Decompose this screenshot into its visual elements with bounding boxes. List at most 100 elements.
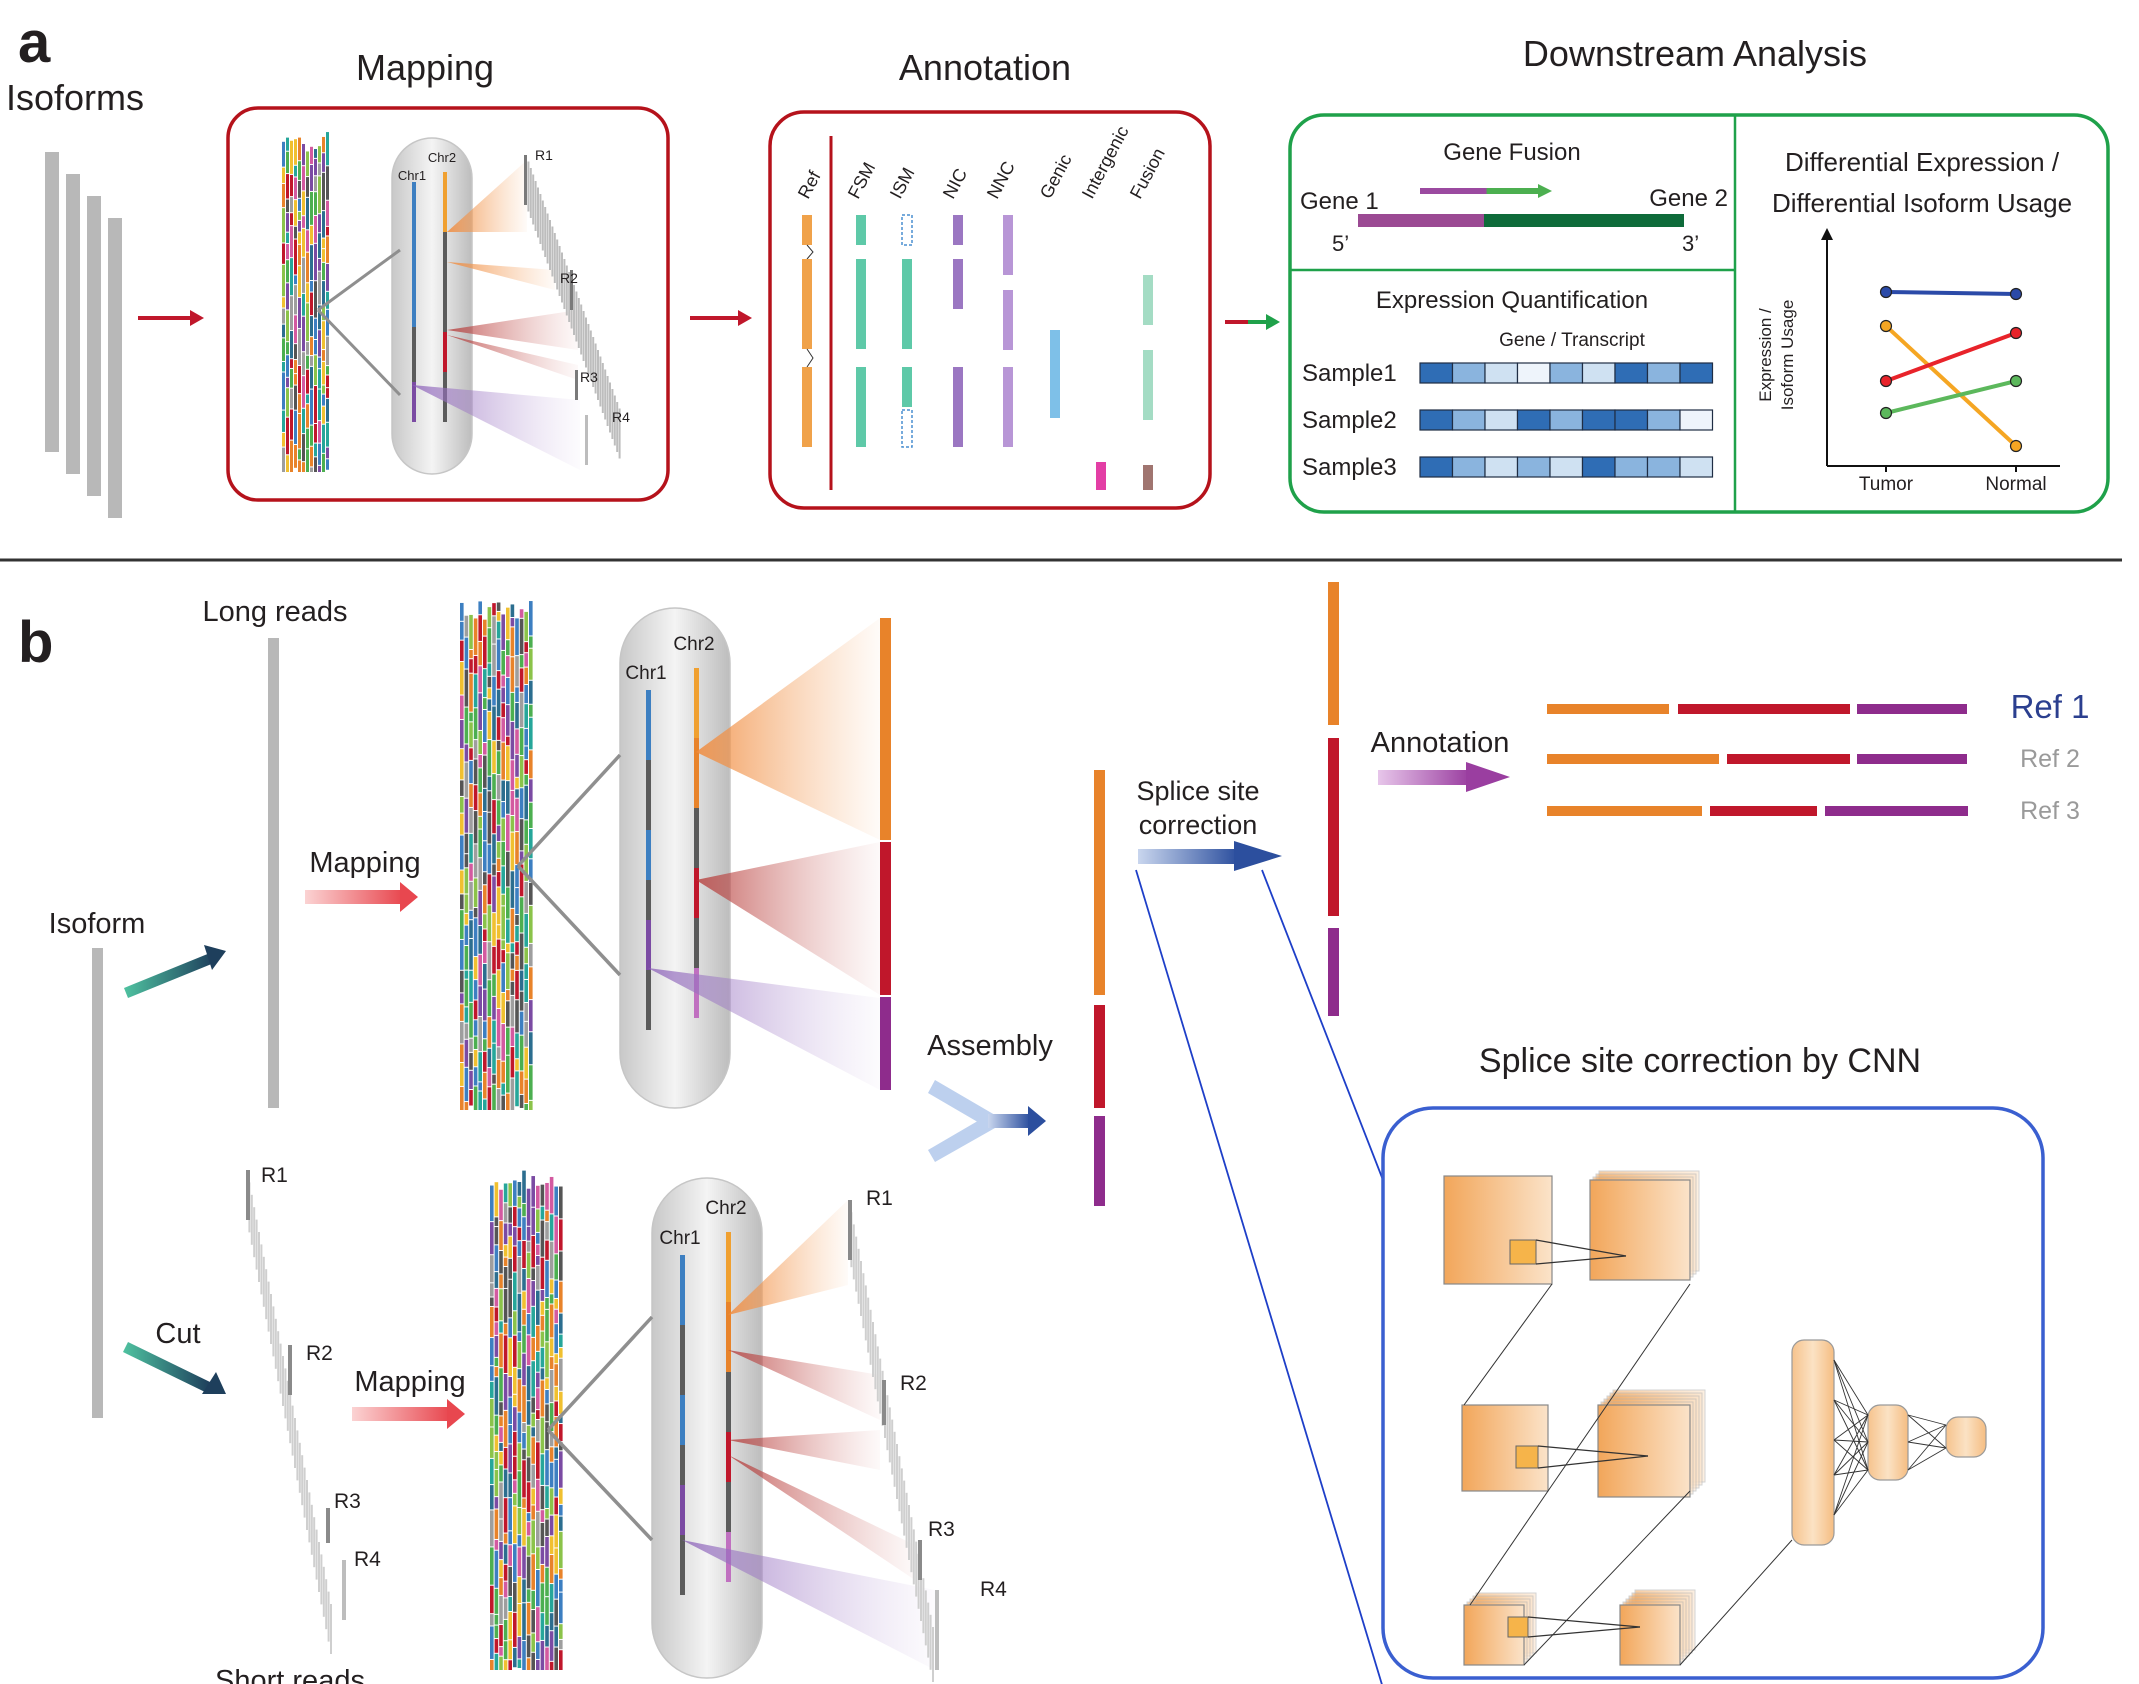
assembled-transcript-b xyxy=(1094,770,1105,1206)
arrow-annotation-to-downstream xyxy=(1225,314,1280,330)
short-read-ladder-a xyxy=(524,155,621,465)
chromosome-capsule-b-top xyxy=(516,607,731,1109)
short-reads-label: Short reads xyxy=(215,1665,365,1684)
splice-label-line2: correction xyxy=(1139,810,1258,840)
ann-label-ism: ISM xyxy=(886,164,919,202)
ann-label-ref: Ref xyxy=(794,167,825,202)
assembly-arrow xyxy=(928,1080,1046,1162)
annotation-arrow-b xyxy=(1378,762,1510,792)
r3-label-b-right: R3 xyxy=(928,1518,955,1541)
cnn-box xyxy=(1381,1106,2045,1680)
r4-label-b-right: R4 xyxy=(980,1578,1007,1601)
gene1-label: Gene 1 xyxy=(1300,188,1379,215)
reference-transcripts xyxy=(1547,704,1968,816)
ref1-label: Ref 1 xyxy=(2011,688,2090,725)
isoform-label-b: Isoform xyxy=(49,908,146,940)
gene2-label: Gene 2 xyxy=(1649,185,1728,212)
annotation-title-a: Annotation xyxy=(899,47,1071,88)
gene-fusion-title: Gene Fusion xyxy=(1443,139,1580,166)
isoform-bars-a xyxy=(45,152,122,518)
annotation-label-b: Annotation xyxy=(1371,727,1510,759)
corrected-transcript-b xyxy=(1328,582,1339,1016)
long-read-bar xyxy=(268,638,279,1108)
panel-a-letter: a xyxy=(18,10,51,75)
gene1-bar xyxy=(1358,214,1484,227)
arrow-isoform-to-long-reads xyxy=(124,945,226,998)
isoform-bar-b xyxy=(92,948,103,1418)
chr1-label-b-top: Chr1 xyxy=(625,663,666,684)
assembly-label: Assembly xyxy=(927,1030,1053,1062)
diff-x-tumor: Tumor xyxy=(1859,474,1914,495)
diff-axes xyxy=(1821,228,2060,472)
ann-label-nic: NIC xyxy=(939,165,971,202)
chr2-label-b-bottom: Chr2 xyxy=(705,1198,746,1219)
splice-arrow xyxy=(1138,841,1282,871)
arrow-cut xyxy=(123,1342,226,1394)
expression-title: Expression Quantification xyxy=(1376,287,1648,314)
mapping-fans-b-top xyxy=(648,618,880,1090)
arrow-mapping-b-top xyxy=(305,882,418,912)
ann-label-nnc: NNC xyxy=(983,158,1019,202)
isoforms-label: Isoforms xyxy=(6,77,144,118)
ref3-label: Ref 3 xyxy=(2020,797,2080,825)
zoom-line-left xyxy=(1135,869,1383,1684)
mapping-label-b-top: Mapping xyxy=(309,847,420,879)
downstream-title: Downstream Analysis xyxy=(1523,33,1867,74)
r2-label-b-left: R2 xyxy=(306,1342,333,1365)
ann-label-fsm: FSM xyxy=(844,159,879,202)
read-stack-a xyxy=(282,132,329,472)
arrow-mapping-to-annotation xyxy=(690,310,752,326)
r3-label-a: R3 xyxy=(580,369,598,385)
sample3-label: Sample3 xyxy=(1302,454,1397,481)
diff-title-line1: Differential Expression / xyxy=(1785,147,2060,177)
mapping-label-b-bottom: Mapping xyxy=(354,1366,465,1398)
diff-title-line2: Differential Isoform Usage xyxy=(1772,188,2072,218)
sample2-label: Sample2 xyxy=(1302,407,1397,434)
fusion-transcript-arrow xyxy=(1420,184,1552,198)
cut-label: Cut xyxy=(155,1318,200,1350)
r2-label-a: R2 xyxy=(560,270,578,286)
chromosome-capsule-a xyxy=(316,137,473,475)
diff-x-normal: Normal xyxy=(1985,474,2046,495)
expression-heatmap xyxy=(1419,362,1714,478)
ann-label-intergenic: Intergenic xyxy=(1078,123,1133,202)
r1-label-b-right: R1 xyxy=(866,1187,893,1210)
r2-label-b-right: R2 xyxy=(900,1372,927,1395)
chr2-label-a: Chr2 xyxy=(428,150,456,165)
annotation-category-labels: Ref FSM ISM NIC NNC Genic Intergenic Fus… xyxy=(794,123,1169,202)
mapping-fans-b-bottom xyxy=(682,1200,935,1670)
gene2-bar xyxy=(1484,214,1684,227)
mapping-fans-a xyxy=(412,160,580,470)
chr1-label-a: Chr1 xyxy=(398,168,426,183)
long-reads-label: Long reads xyxy=(202,596,347,628)
ref2-label: Ref 2 xyxy=(2020,745,2080,773)
r4-label-a: R4 xyxy=(612,409,630,425)
arrow-isoforms-to-mapping xyxy=(138,310,204,326)
mapping-box-a xyxy=(226,106,670,502)
sample1-label: Sample1 xyxy=(1302,360,1397,387)
r3-label-b-left: R3 xyxy=(334,1490,361,1513)
read-stack-b-bottom xyxy=(490,1170,563,1670)
annotation-tracks xyxy=(802,214,1153,490)
chromosome-capsule-b-bottom xyxy=(546,1177,763,1679)
chr1-label-b-bottom: Chr1 xyxy=(659,1228,700,1249)
diff-ylabel-line1: Expression / xyxy=(1756,308,1775,402)
diff-ylabel-line2: Isoform Usage xyxy=(1778,300,1797,411)
read-stack-b-top xyxy=(460,601,533,1110)
long-read-segments-b xyxy=(880,618,891,1090)
three-prime-label: 3’ xyxy=(1682,231,1699,256)
arrow-mapping-b-bottom xyxy=(352,1399,465,1429)
annotation-box xyxy=(768,110,1212,510)
r1-label-b-left: R1 xyxy=(261,1164,288,1187)
downstream-box xyxy=(1288,113,2110,514)
short-read-ladder-b-right xyxy=(848,1200,939,1682)
short-read-ladder-b xyxy=(246,1170,346,1654)
expression-subtitle: Gene / Transcript xyxy=(1499,330,1645,351)
chr2-label-b-top: Chr2 xyxy=(673,634,714,655)
ann-label-genic: Genic xyxy=(1036,151,1076,202)
five-prime-label: 5’ xyxy=(1332,231,1349,256)
diff-series-lines xyxy=(1879,285,2023,453)
r1-label-a: R1 xyxy=(535,147,553,163)
cnn-illustration xyxy=(1443,1170,1987,1666)
